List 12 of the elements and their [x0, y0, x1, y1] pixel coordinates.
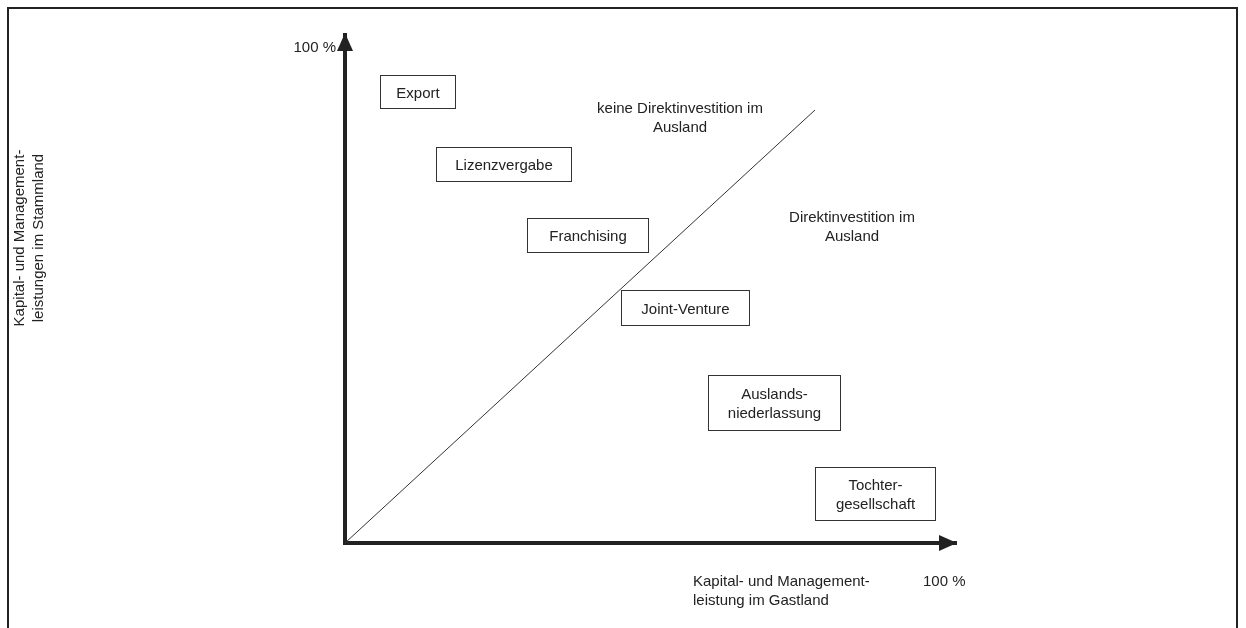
method-box: Auslands- niederlassung: [708, 375, 841, 431]
method-box: Export: [380, 75, 456, 109]
method-box: Franchising: [527, 218, 649, 253]
method-box: Tochter- gesellschaft: [815, 467, 936, 521]
axis-label: Kapital- und Management- leistung im Gastland: [693, 571, 871, 609]
axis-label: Kapital- und Management- leistungen im Stammland: [9, 148, 47, 329]
method-box: Joint-Venture: [621, 290, 750, 326]
method-box: Lizenzvergabe: [436, 147, 572, 182]
axis-tick-label: 100 %: [292, 37, 336, 56]
region-label: keine Direktinvestition im Ausland: [596, 98, 764, 136]
axis-tick-label: 100 %: [923, 571, 967, 590]
region-label: Direktinvestition im Ausland: [788, 207, 916, 245]
